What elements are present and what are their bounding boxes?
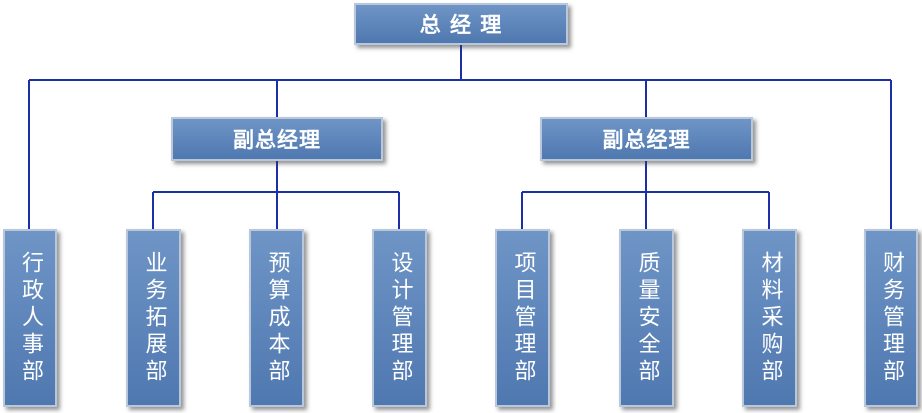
vice-president-left-label: 副总经理 [233, 128, 321, 152]
department-box-budget-cost: 预算成本部 [249, 229, 304, 407]
department-label: 项目管理部 [510, 250, 536, 386]
department-label: 预算成本部 [264, 250, 290, 386]
vice-president-left-box: 副总经理 [171, 117, 383, 161]
department-label: 财务管理部 [879, 250, 904, 386]
department-box-finance: 财务管理部 [864, 229, 918, 407]
department-box-business-development: 业务拓展部 [126, 229, 181, 407]
ceo-box: 总 经 理 [354, 3, 568, 45]
department-box-materials-procurement: 材料采购部 [742, 229, 797, 407]
department-label: 业务拓展部 [141, 250, 167, 386]
department-label: 设计管理部 [387, 250, 413, 386]
department-label: 质量安全部 [634, 250, 660, 386]
vice-president-right-label: 副总经理 [602, 128, 691, 152]
department-box-design-management: 设计管理部 [372, 229, 427, 407]
vice-president-right-box: 副总经理 [540, 117, 753, 161]
department-box-admin-hr: 行政人事部 [3, 229, 57, 407]
department-label: 材料采购部 [757, 250, 783, 386]
department-label: 行政人事部 [18, 250, 43, 386]
department-box-project-management: 项目管理部 [495, 229, 550, 407]
department-box-quality-safety: 质量安全部 [619, 229, 674, 407]
ceo-label: 总 经 理 [419, 13, 503, 37]
